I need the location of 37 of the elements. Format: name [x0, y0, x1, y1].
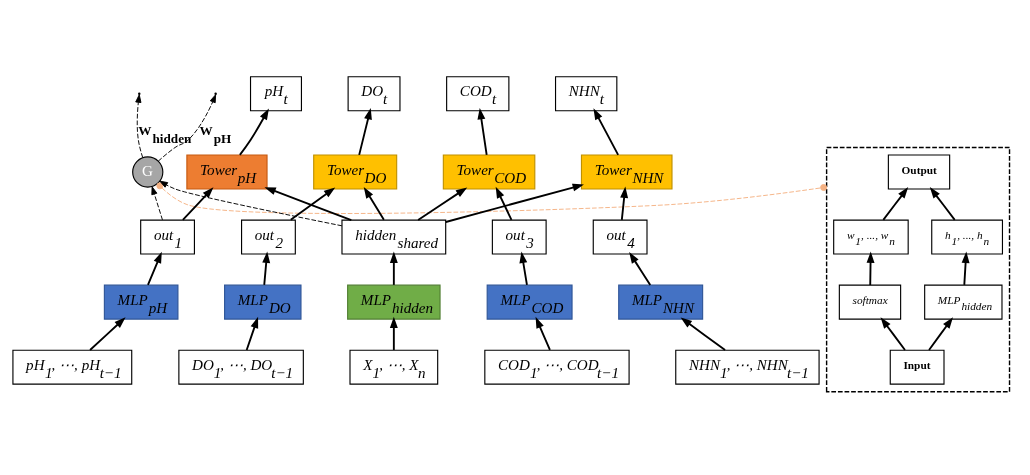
arrow: [151, 185, 163, 220]
arrow: [961, 251, 970, 286]
arrow: [245, 316, 259, 351]
arrow: [444, 183, 584, 223]
cluster: [825, 146, 1011, 392]
arrow: [495, 186, 513, 221]
connector: [156, 181, 828, 214]
arrow: [593, 107, 620, 156]
arrow: [620, 186, 629, 221]
arrow: [159, 180, 343, 226]
arrow: [929, 186, 956, 221]
arrow: [880, 316, 906, 351]
node-box: Output: [887, 153, 951, 190]
arrow: [238, 107, 269, 156]
arrow: [417, 186, 468, 221]
arrow: [389, 316, 398, 351]
arrow: [89, 316, 126, 351]
arrow: [928, 316, 953, 351]
arrow: [680, 317, 727, 351]
arrow: [535, 316, 551, 351]
arrow: [181, 186, 214, 221]
arrow: [157, 93, 217, 162]
arrow: [866, 251, 875, 286]
arrow: [519, 251, 528, 286]
arrow: [389, 251, 398, 286]
arrow: [882, 186, 909, 221]
node-box: Input: [889, 349, 945, 385]
arrow: [135, 93, 144, 158]
arrow: [289, 186, 336, 221]
arrow: [262, 251, 271, 286]
arrow: [477, 107, 488, 156]
arrow: [264, 186, 353, 221]
arrow: [363, 186, 385, 221]
arrow: [629, 251, 652, 286]
arrow: [147, 251, 162, 286]
node-box: softmax: [838, 284, 902, 320]
arrow: [358, 107, 372, 156]
